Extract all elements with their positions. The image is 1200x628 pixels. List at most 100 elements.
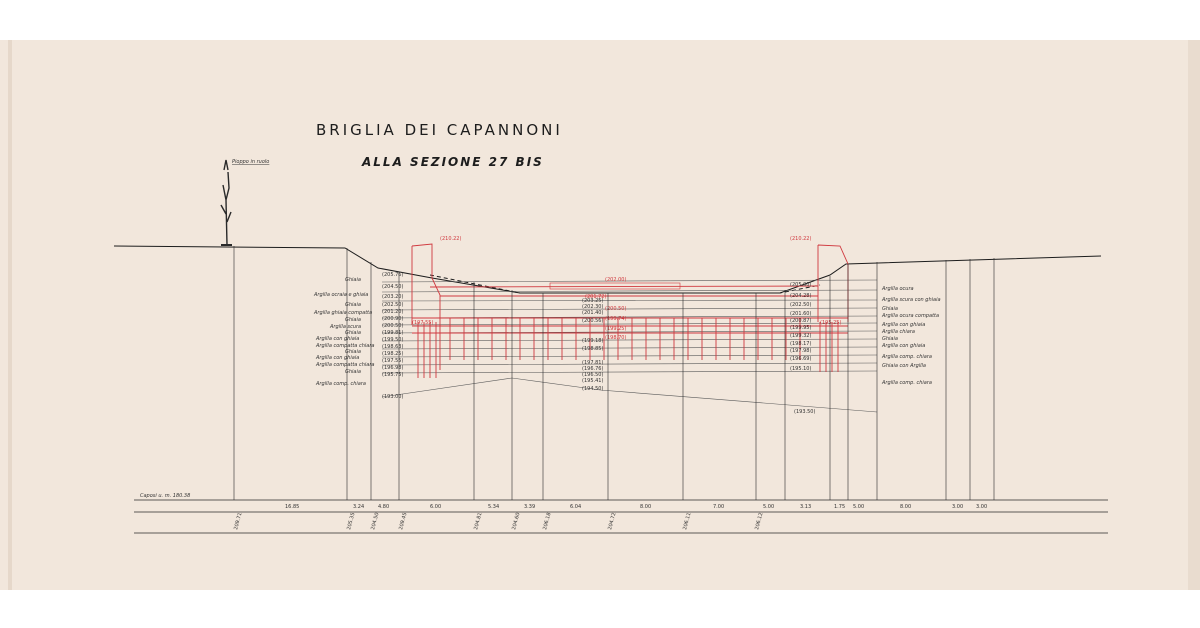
left-stratum-8: Argilla compatta chiara <box>315 343 374 349</box>
ground-elev-4: 204.81 <box>473 512 483 530</box>
right-stratum-7: Argilla con ghiaia <box>881 343 925 349</box>
center-elev-5: (198.85) <box>582 346 603 352</box>
left-elev-13: (195.75) <box>382 372 403 378</box>
red-level-6: (197.55) <box>412 320 433 326</box>
left-stratum-4: Ghiaia <box>345 317 361 323</box>
crest-right-label: (210.22) <box>790 236 811 242</box>
left-elev-4: (201.20) <box>382 309 403 315</box>
left-elev-3: (202.50) <box>382 302 403 308</box>
red-level-7: (195.25) <box>820 320 841 326</box>
left-elev-11: (197.55) <box>382 358 403 364</box>
distance-6: 6.04 <box>570 504 581 510</box>
sheet-edge-left <box>8 40 12 590</box>
right-stratum-6: Ghiaia <box>882 336 898 342</box>
right-stratum-4: Argilla con ghiaia <box>881 322 925 328</box>
red-level-2: (200.50) <box>605 306 626 312</box>
tree-icon <box>220 159 232 246</box>
right-stratum-3: Argilla ocura compatta <box>881 313 939 319</box>
distance-1: 3.24 <box>353 504 364 510</box>
right-elev-8: (197.98) <box>790 348 811 354</box>
distance-12: 5.00 <box>853 504 864 510</box>
center-elevations: (203.25) (202.30) (201.40) (200.56) (199… <box>582 298 815 415</box>
center-elev-3: (200.56) <box>582 318 603 324</box>
station-lines <box>233 246 995 500</box>
distance-table <box>134 499 1108 534</box>
right-strata-descriptions: Argilla ocura Argilla scura con ghiaia G… <box>881 286 941 386</box>
left-elevations: (205.76) (204.50) (203.20) (202.50) (201… <box>382 272 403 400</box>
right-elev-2: (202.50) <box>790 302 811 308</box>
red-level-labels: (202.00) (201.72) (200.50) (199.74) (199… <box>412 277 841 341</box>
distance-14: 3.00 <box>952 504 963 510</box>
distance-13: 8.00 <box>900 504 911 510</box>
distance-9: 5.00 <box>763 504 774 510</box>
dashed-bed-line <box>429 274 821 294</box>
red-level-1: (201.72) <box>585 294 606 300</box>
ground-elev-9: 206.12 <box>754 512 764 530</box>
center-elev-0: (203.25) <box>582 298 603 304</box>
right-stratum-2: Ghiaia <box>882 306 898 312</box>
right-stratum-5: Argilla chiara <box>881 329 915 335</box>
left-elev-9: (198.63) <box>382 344 403 350</box>
ground-elev-3: 209.45 <box>398 512 408 530</box>
right-stratum-0: Argilla ocura <box>881 286 914 292</box>
left-stratum-13: Argilla comp. chiara <box>315 381 366 387</box>
center-elev-4: (199.18) <box>582 338 603 344</box>
left-stratum-5: Argilla scura <box>329 324 361 330</box>
left-elev-6: (200.50) <box>382 323 403 329</box>
right-elev-9: (196.69) <box>790 356 811 362</box>
ground-elev-0: 209.71 <box>233 512 243 530</box>
distance-15: 3.00 <box>976 504 987 510</box>
distance-4: 5.34 <box>488 504 499 510</box>
left-strata-descriptions: Ghiaia Argilla ocraia e ghiaia Ghiaia Ar… <box>313 277 374 387</box>
left-stratum-2: Ghiaia <box>345 302 361 308</box>
right-stratum-1: Argilla scura con ghiaia <box>881 297 941 303</box>
center-elev-8: (196.50) <box>582 372 603 378</box>
sheet-edge-right <box>1188 40 1200 590</box>
left-elev-7: (199.81) <box>382 330 403 336</box>
ground-elev-7: 204.72 <box>607 512 617 530</box>
crest-left-label: (210.22) <box>440 236 461 242</box>
left-elev-12: (196.98) <box>382 365 403 371</box>
left-elev-1: (204.50) <box>382 284 403 290</box>
left-stratum-12: Ghiaia <box>345 369 361 375</box>
tree-label: Pioppo in ruolo <box>232 159 269 165</box>
right-elev-6: (199.32) <box>790 333 811 339</box>
left-stratum-3: Argilla ghiaia compatta <box>313 310 372 316</box>
left-elev-8: (199.50) <box>382 337 403 343</box>
weir-structure <box>411 243 849 378</box>
red-level-0: (202.00) <box>605 277 626 283</box>
drawing-sheet <box>0 40 1200 590</box>
strata-lines <box>381 279 878 413</box>
center-elev-9: (195.41) <box>582 378 603 384</box>
distance-2: 4.80 <box>378 504 389 510</box>
left-stratum-7: Argilla con ghiaia <box>315 336 359 342</box>
distance-11: 1.75 <box>834 504 845 510</box>
red-level-4: (199.25) <box>605 326 626 332</box>
right-elev-10: (195.10) <box>790 366 811 372</box>
distance-3: 6.00 <box>430 504 441 510</box>
left-stratum-1: Argilla ocraia e ghiaia <box>313 292 368 298</box>
red-level-3: (199.74) <box>605 316 626 322</box>
distance-7: 8.00 <box>640 504 651 510</box>
red-level-5: (198.70) <box>605 335 626 341</box>
center-elev-6: (197.81) <box>582 360 603 366</box>
ground-elev-2: 204.50 <box>370 512 380 530</box>
distance-5: 3.39 <box>524 504 535 510</box>
weir-cap-red <box>549 282 681 290</box>
right-stratum-8: Argilla comp. chiara <box>881 354 932 360</box>
right-elev-1: (204.28) <box>790 293 811 299</box>
left-elev-10: (198.25) <box>382 351 403 357</box>
left-stratum-6: Ghiaia <box>345 330 361 336</box>
center-elev-11: (193.50) <box>794 409 815 415</box>
right-stratum-9: Ghiaia con Argilla <box>882 363 926 369</box>
right-elev-0: (205.00) <box>790 282 811 288</box>
drawing-title: BRIGLIA DEI CAPANNONI <box>316 121 563 139</box>
ground-elev-1: 205.35 <box>346 512 356 530</box>
drawing-subtitle: ALLA SEZIONE 27 BIS <box>361 155 544 169</box>
ground-profile <box>113 245 1102 294</box>
right-elevations: (205.00) (204.28) (202.50) (201.60) (200… <box>790 282 811 372</box>
left-stratum-9: Ghiaia <box>345 349 361 355</box>
datum-label: Caposi u. m. 180.38 <box>140 493 190 499</box>
partial-distances: 16.85 3.24 4.80 6.00 5.34 3.39 6.04 8.00… <box>285 504 987 510</box>
